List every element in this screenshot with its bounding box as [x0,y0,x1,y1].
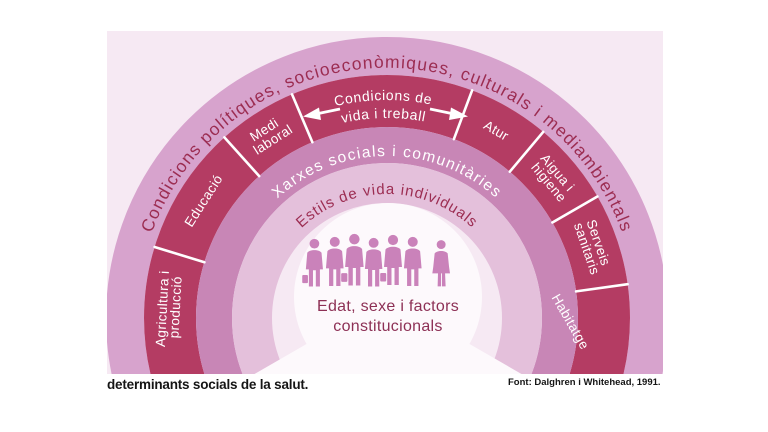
divider-educacio-medi [223,136,261,178]
left-arrow-head-icon [303,107,321,120]
right-arrow-icon [429,107,455,116]
divider-aigua-serveis [551,195,599,224]
ring-social-community [196,127,578,374]
center-label: Edat, sexe i factors constitucionals [317,298,459,335]
divider-serveis-habitatge [574,282,629,293]
right-arrow-head-icon [449,107,468,120]
center-label-line2: constitucionals [333,318,442,335]
segment-dividers [153,89,629,293]
ring-policy-segments [144,75,630,374]
divider-atur-aigua [508,130,545,173]
divider-agricultura-educacio [153,245,206,264]
center-label-line1: Edat, sexe i factors [317,298,459,315]
segment-label-condicions-line1: Condicions de [333,87,434,109]
segment-label-agricultura: Agricultura i producció [153,266,185,348]
center-circle [294,203,482,374]
source-credit: Font: Dalghren i Whitehead, 1991. [508,377,661,388]
segment-label-condicions-line2: vida i treball [340,105,428,126]
ring-outer-environment [107,37,663,374]
left-arrow-icon [315,107,341,116]
ring-lifestyle [232,163,542,374]
condition-arrows [303,107,468,120]
divider-medi-condicions [290,93,314,144]
slide-caption: determinants socials de la salut. [107,377,308,392]
